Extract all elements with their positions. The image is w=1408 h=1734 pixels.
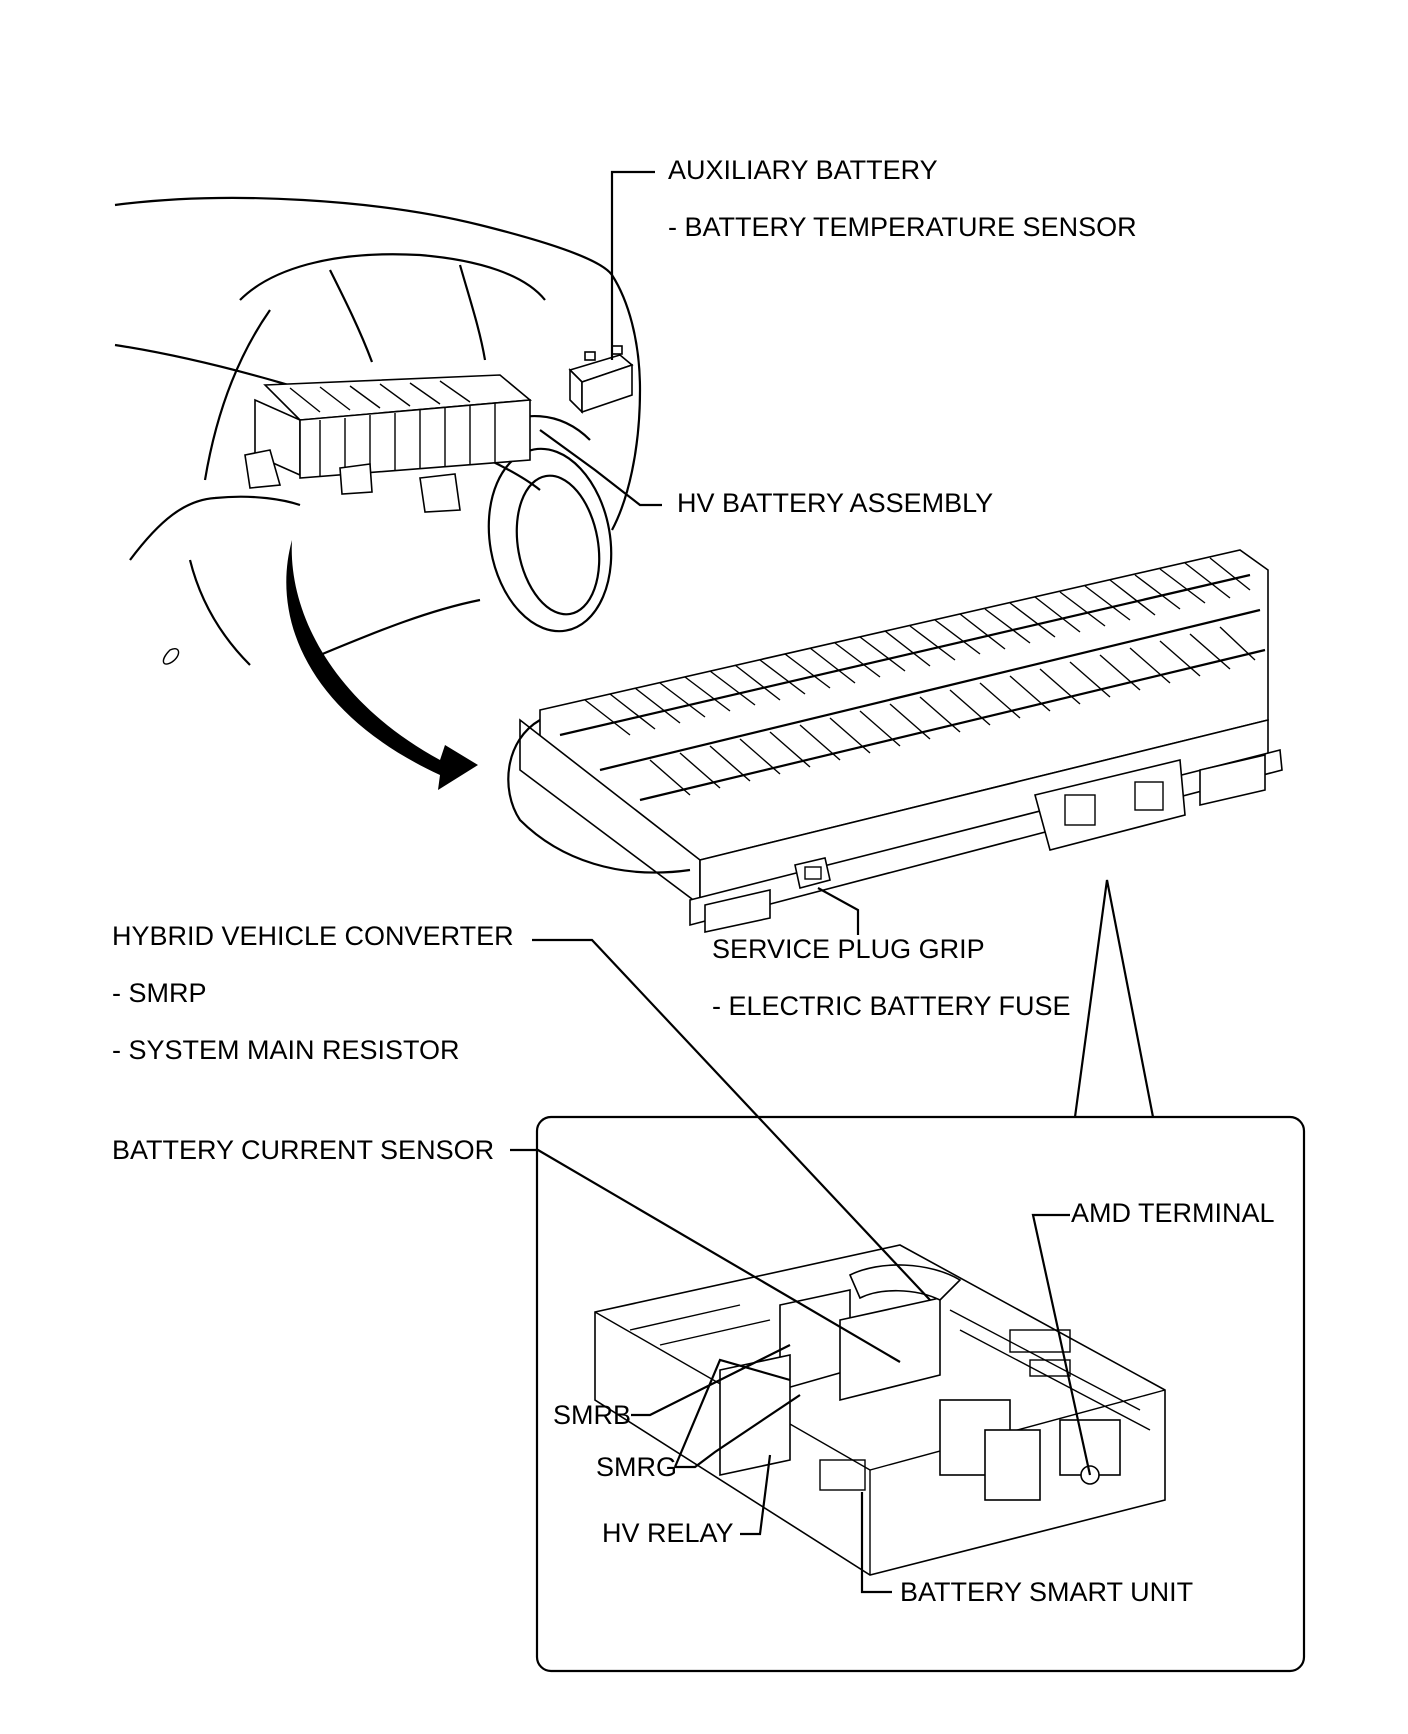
label-service-plug-grip: SERVICE PLUG GRIP — [712, 934, 985, 964]
detail-inset — [535, 879, 1306, 1673]
hv-battery-in-car — [244, 374, 533, 513]
label-auxiliary-battery: AUXILIARY BATTERY — [668, 155, 938, 185]
junction-block-drawing — [594, 1244, 1166, 1576]
label-smrb: SMRB — [553, 1400, 631, 1430]
leader-lines — [510, 170, 1092, 1594]
label-hv-relay: HV RELAY — [602, 1518, 734, 1548]
label-smrp: - SMRP — [112, 978, 207, 1008]
hv-battery-assembly-drawing — [507, 549, 1283, 933]
label-amd-terminal: AMD TERMINAL — [1071, 1198, 1275, 1228]
label-hybrid-vehicle-converter: HYBRID VEHICLE CONVERTER — [112, 921, 514, 951]
label-battery-smart-unit: BATTERY SMART UNIT — [900, 1577, 1193, 1607]
label-system-main-resistor: - SYSTEM MAIN RESISTOR — [112, 1035, 460, 1065]
label-electric-battery-fuse: - ELECTRIC BATTERY FUSE — [712, 991, 1071, 1021]
auxiliary-battery-in-car — [568, 345, 634, 414]
curved-arrow-icon — [286, 540, 478, 790]
cell-ribs — [584, 557, 1251, 736]
label-battery-temperature-sensor: - BATTERY TEMPERATURE SENSOR — [668, 212, 1137, 242]
label-battery-current-sensor: BATTERY CURRENT SENSOR — [112, 1135, 494, 1165]
label-hv-battery-assembly: HV BATTERY ASSEMBLY — [677, 488, 993, 518]
label-smrg: SMRG — [596, 1452, 677, 1482]
